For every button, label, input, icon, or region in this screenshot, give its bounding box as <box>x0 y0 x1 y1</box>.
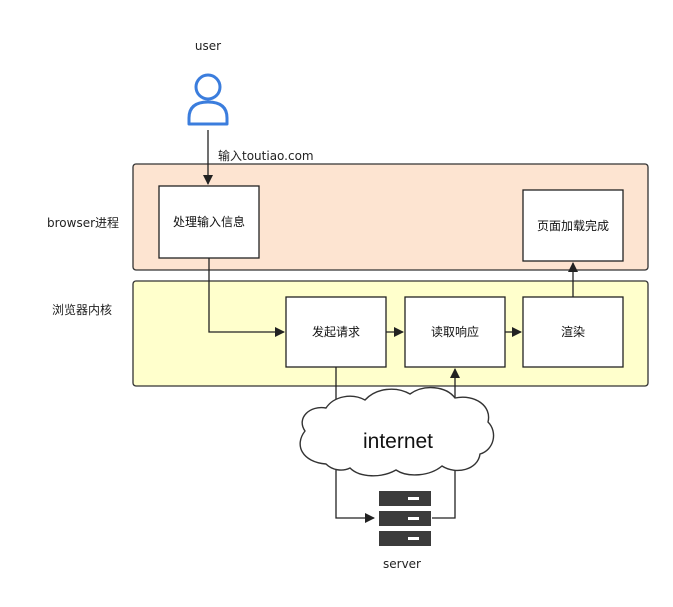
input-to-request-edge <box>208 258 285 337</box>
browser-process-container <box>132 163 649 271</box>
read-response-label: 读取响应 <box>431 324 479 339</box>
internet-label: internet <box>363 430 433 453</box>
page-loaded-node <box>522 189 624 262</box>
renderer-container <box>132 280 649 387</box>
read-response-node <box>404 296 506 368</box>
user-icon <box>187 73 229 126</box>
handle-input-label: 处理输入信息 <box>173 214 245 229</box>
send-request-label: 发起请求 <box>312 324 360 339</box>
browser-process-label: browser进程 <box>47 215 119 230</box>
page-loaded-label: 页面加载完成 <box>537 218 609 233</box>
server-label: server <box>383 557 421 571</box>
input-url-label: 输入toutiao.com <box>218 148 314 163</box>
user-label: user <box>195 39 221 53</box>
server-icon <box>379 491 431 546</box>
render-label: 渲染 <box>561 324 585 339</box>
render-node <box>522 296 624 368</box>
internet-cloud <box>299 387 495 477</box>
renderer-label: 浏览器内核 <box>52 302 112 317</box>
